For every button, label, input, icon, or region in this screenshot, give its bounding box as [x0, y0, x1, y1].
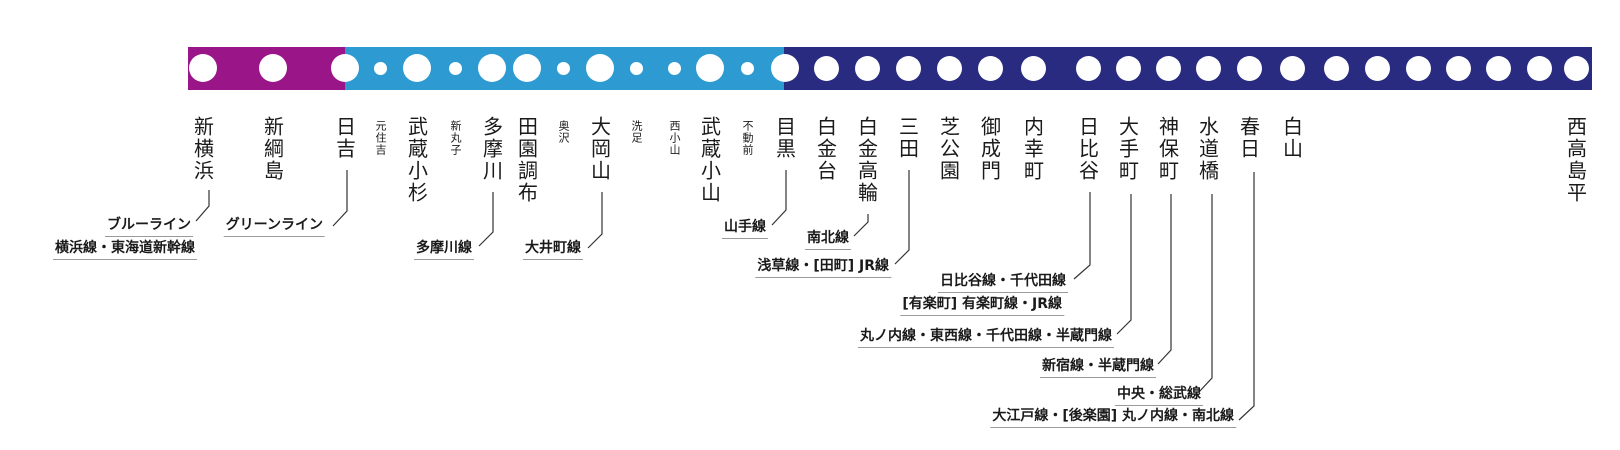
- transfer-lines-label: 横浜線・東海道新幹線: [53, 240, 197, 261]
- transfer-lines-label: ブルーライン: [105, 217, 193, 238]
- transfer-lines-label: グリーンライン: [223, 217, 325, 238]
- transfer-lines-label: 中央・総武線: [1115, 386, 1203, 407]
- station-name: 元住吉: [374, 120, 387, 156]
- station-dot-大岡山: [586, 54, 614, 82]
- leader-line-春日: [1238, 172, 1255, 421]
- station-dot-御成門: [977, 55, 1003, 81]
- leader-line-日比谷: [1073, 192, 1091, 280]
- station-dot-春日: [1236, 55, 1262, 81]
- leader-line-大手町: [1116, 194, 1132, 335]
- station-name: 白山: [1279, 116, 1304, 160]
- leader-line-多摩川: [478, 192, 494, 247]
- leader-line-神保町: [1157, 194, 1172, 365]
- station-dot-多摩川: [478, 54, 506, 82]
- station-dot-白金高輪: [854, 55, 880, 81]
- station-dot-日吉: [331, 54, 359, 82]
- station-dot: [1526, 55, 1552, 81]
- station-name: 田園調布: [514, 116, 539, 204]
- station-dot-武蔵小山: [696, 54, 724, 82]
- transfer-lines-label: 丸ノ内線・東西線・千代田線・半蔵門線: [858, 328, 1114, 349]
- station-name: 神保町: [1155, 116, 1180, 182]
- station-name: 西高島平: [1563, 116, 1588, 204]
- station-dot-奥沢: [556, 61, 570, 75]
- station-dot-内幸町: [1020, 55, 1046, 81]
- leader-line-大岡山: [587, 192, 603, 249]
- station-dot-白山: [1279, 55, 1305, 81]
- station-dot-田園調布: [513, 54, 541, 82]
- transfer-lines-label: 浅草線・[田町] JR線: [755, 258, 891, 279]
- station-name: 武蔵小杉: [404, 116, 429, 204]
- transfer-lines-label: 日比谷線・千代田線: [938, 273, 1068, 294]
- station-name: 不動前: [741, 120, 754, 156]
- station-dot: [1485, 55, 1511, 81]
- station-name: 大岡山: [587, 116, 612, 182]
- leader-line-水道橋: [1198, 194, 1213, 393]
- station-dot: [1445, 55, 1471, 81]
- station-dot-水道橋: [1195, 55, 1221, 81]
- station-dot-日比谷: [1075, 55, 1101, 81]
- station-dot-洗足: [629, 61, 643, 75]
- station-dot: [1364, 55, 1390, 81]
- leader-line-目黒: [771, 170, 787, 226]
- station-name: 日比谷: [1075, 116, 1100, 182]
- station-dot-新横浜: [189, 54, 217, 82]
- station-dot-武蔵小杉: [403, 54, 431, 82]
- station-dot-大手町: [1115, 55, 1141, 81]
- station-dot-不動前: [740, 61, 754, 75]
- station-name: 水道橋: [1195, 116, 1220, 182]
- leader-line-新横浜: [195, 190, 210, 222]
- station-dot-元住吉: [373, 61, 387, 75]
- station-name: 新丸子: [449, 120, 462, 156]
- station-name: 洗足: [630, 120, 643, 144]
- station-dot-神保町: [1155, 55, 1181, 81]
- leader-line-白金高輪: [853, 214, 869, 237]
- station-dot-芝公園: [936, 55, 962, 81]
- station-dot-新丸子: [448, 61, 462, 75]
- station-dot: [1405, 55, 1431, 81]
- transfer-lines-label: 南北線: [805, 230, 851, 251]
- station-dot-目黒: [771, 54, 799, 82]
- transfer-lines-label: 山手線: [722, 219, 768, 240]
- station-dot-西小山: [667, 61, 681, 75]
- transfer-lines-label: 新宿線・半蔵門線: [1040, 358, 1156, 379]
- station-dot-三田: [895, 55, 921, 81]
- station-name: 日吉: [332, 116, 357, 160]
- transfer-lines-label: 大江戸線・[後楽園] 丸ノ内線・南北線: [990, 408, 1236, 429]
- station-name: 武蔵小山: [697, 116, 722, 204]
- station-dot-新綱島: [259, 54, 287, 82]
- transfer-lines-label: [有楽町] 有楽町線・JR線: [900, 296, 1064, 317]
- station-name: 奥沢: [557, 120, 570, 144]
- station-name: 御成門: [977, 116, 1002, 182]
- station-name: 大手町: [1115, 116, 1140, 182]
- transfer-lines-label: 多摩川線: [414, 240, 474, 261]
- station-name: 内幸町: [1020, 116, 1045, 182]
- station-name: 西小山: [668, 120, 681, 156]
- station-name: 目黒: [772, 116, 797, 160]
- station-name: 三田: [895, 116, 920, 160]
- station-name: 多摩川: [479, 116, 504, 182]
- station-name: 白金高輪: [854, 116, 879, 204]
- station-dot-白金台: [813, 55, 839, 81]
- station-name: 白金台: [813, 116, 838, 182]
- station-name: 春日: [1236, 116, 1261, 160]
- transfer-lines-label: 大井町線: [523, 240, 583, 261]
- station-dot-西高島平: [1563, 55, 1589, 81]
- station-dot: [1323, 55, 1349, 81]
- station-name: 新綱島: [260, 116, 285, 182]
- leader-line-日吉: [332, 170, 348, 227]
- leader-line-三田: [894, 170, 910, 265]
- station-name: 新横浜: [190, 116, 215, 182]
- station-name: 芝公園: [936, 116, 961, 182]
